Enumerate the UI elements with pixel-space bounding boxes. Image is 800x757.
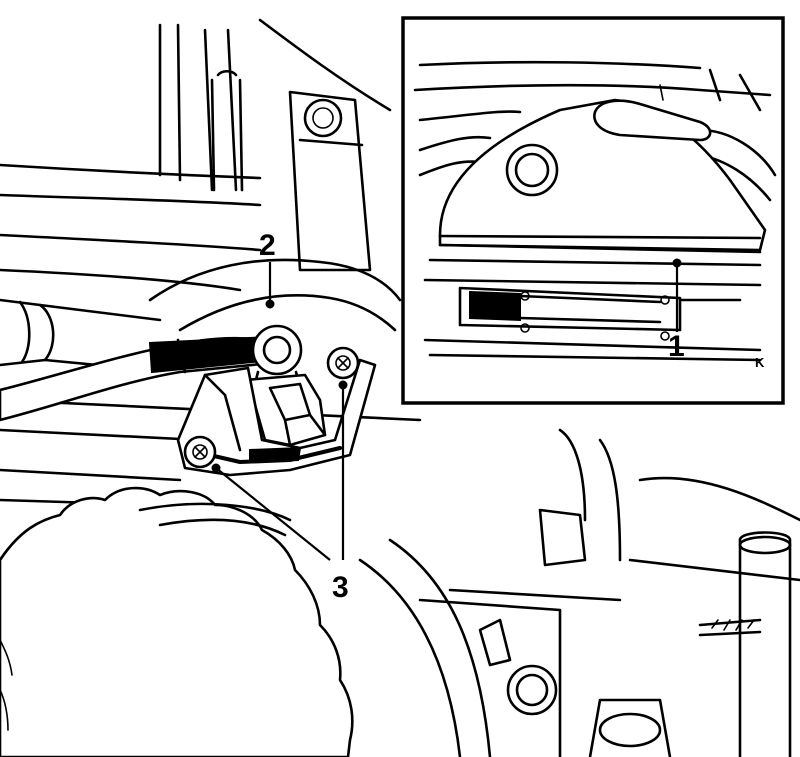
detail-inset: K <box>401 16 785 405</box>
callout-3: 3 <box>332 571 349 604</box>
inset-corner-mark: K <box>755 355 765 370</box>
leader-3a <box>215 467 331 561</box>
camshaft-sensor <box>0 324 377 477</box>
callout-labels: 1 2 3 <box>259 229 685 604</box>
callout-2: 2 <box>259 229 276 262</box>
callout-1: 1 <box>668 330 685 363</box>
engine-bay-background <box>0 18 800 757</box>
callout-leaders <box>211 258 682 561</box>
